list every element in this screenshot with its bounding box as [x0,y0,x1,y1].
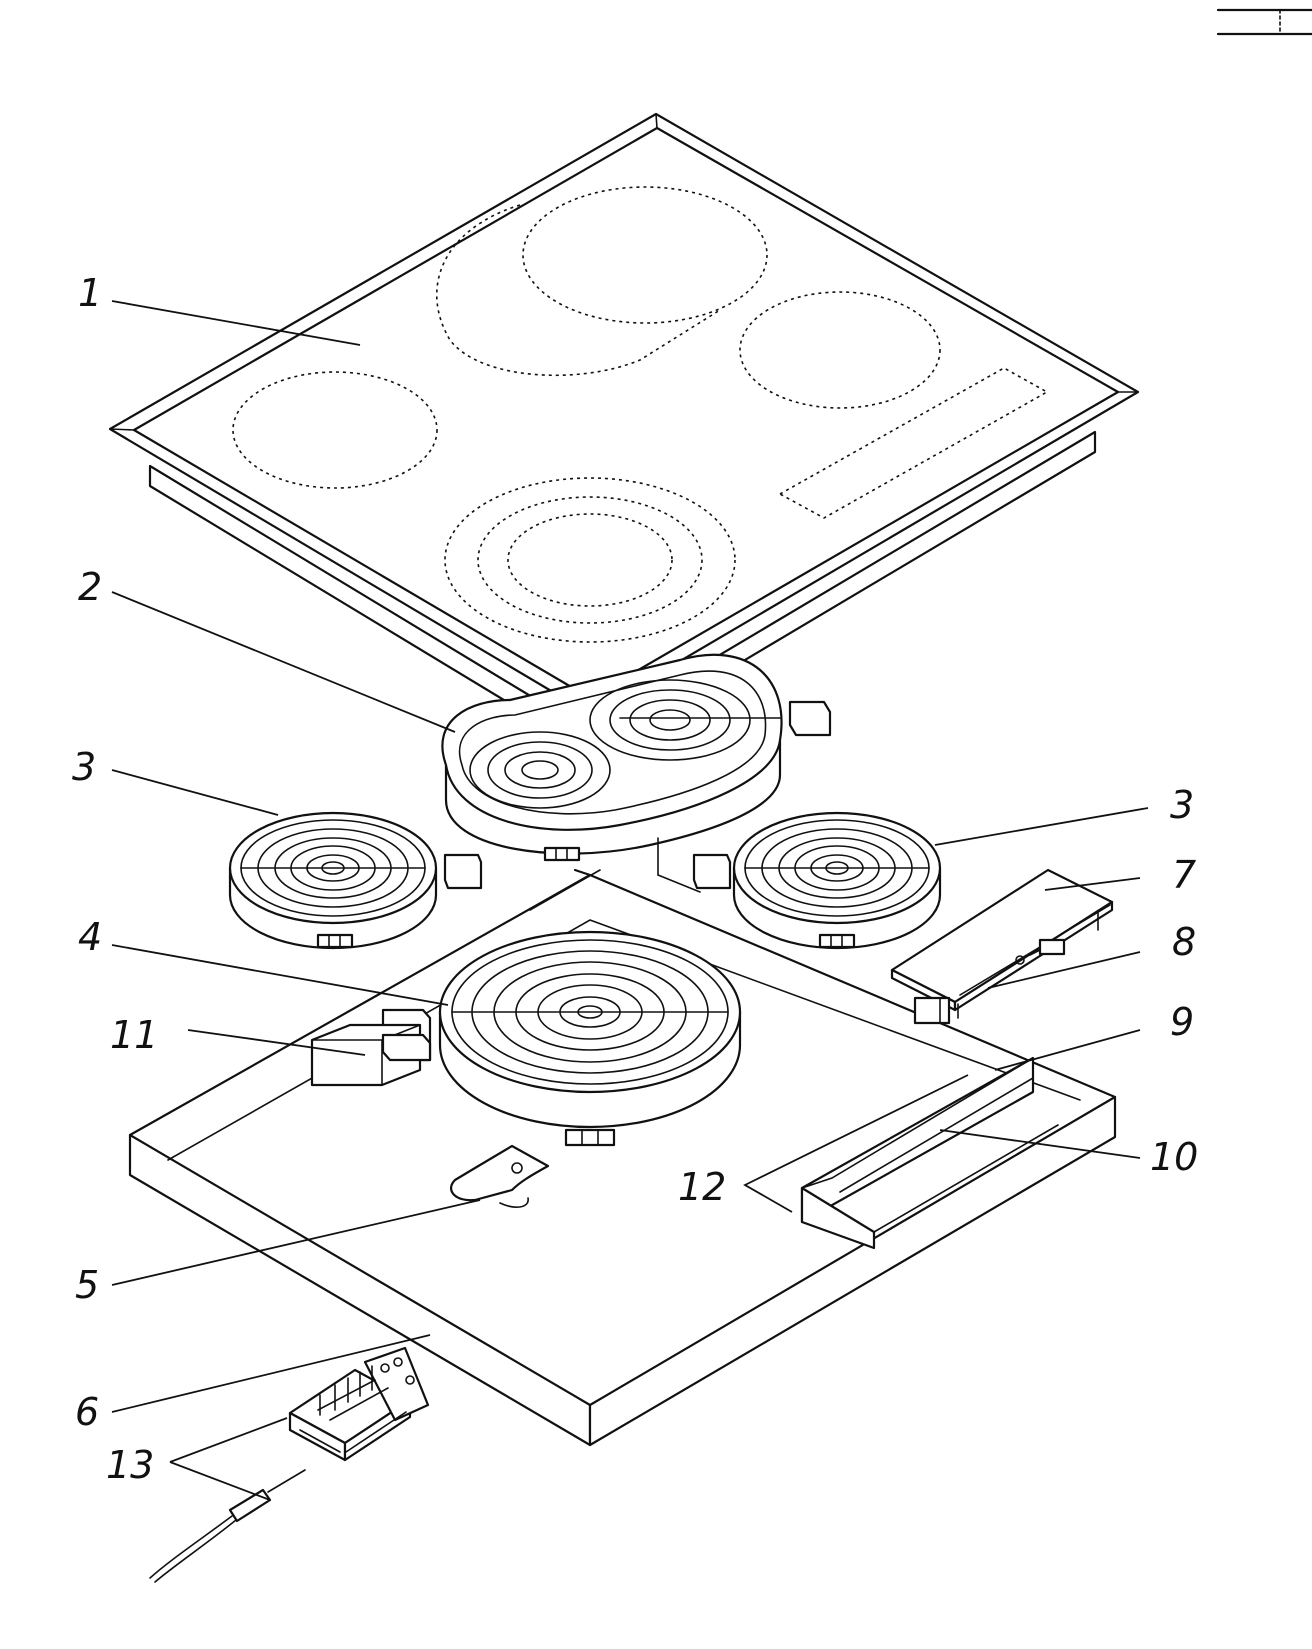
leader-lines [111,300,1149,1501]
clip [450,1144,550,1208]
label-channel-tray: 10 [1150,1135,1198,1179]
heater-left [228,811,483,950]
label-heater-left: 3 [72,745,96,789]
terminal-block [288,1346,430,1462]
label-housing: 6 [75,1390,99,1434]
label-board-component: 8 [1172,920,1196,964]
large-heater [381,930,742,1147]
label-large-heater: 4 [78,915,102,959]
housing-tray [128,837,1117,1447]
label-channel: 12 [678,1165,726,1209]
heater-right [692,811,942,950]
control-board [890,868,1114,1025]
label-channel-top: 9 [1170,1000,1194,1044]
label-oval-heater: 2 [78,565,102,609]
part-labels: 1 2 3 3 7 8 4 11 9 10 12 5 6 13 [72,271,1198,1487]
label-control-board: 7 [1172,853,1196,897]
limiter-box [310,1023,432,1087]
channel [800,1056,1059,1250]
label-clip: 5 [75,1263,99,1307]
cable [149,1469,306,1583]
label-glass-top: 1 [78,271,102,315]
corner-mark [1216,8,1312,36]
label-heater-right: 3 [1170,783,1194,827]
oval-dual-heater [441,653,832,862]
glass-ceramic-top [108,112,1140,754]
label-limiter: 11 [110,1013,158,1057]
label-terminal-cable: 13 [106,1443,154,1487]
